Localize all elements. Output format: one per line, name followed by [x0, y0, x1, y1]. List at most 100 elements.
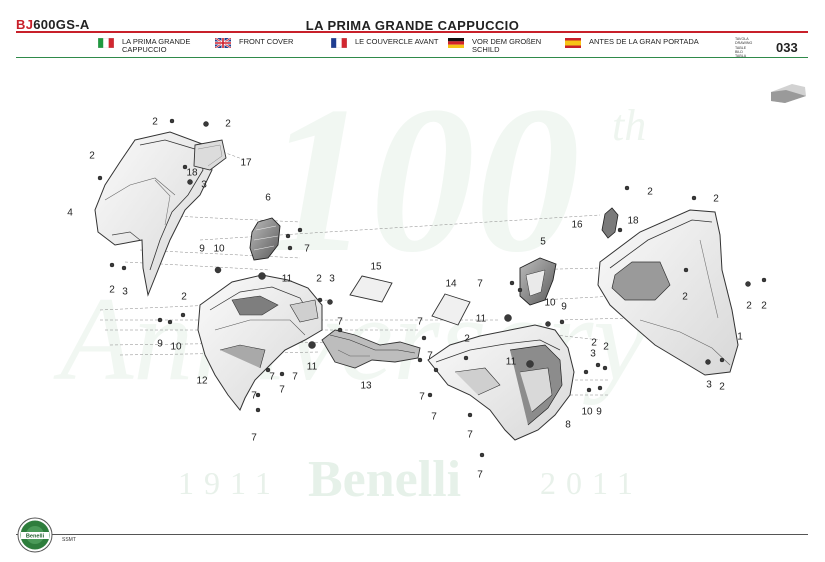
callout-label: 7 — [251, 391, 257, 402]
callout-label: 2 — [603, 342, 609, 353]
lang-french: LE COUVERCLE AVANT — [331, 38, 443, 48]
benelli-logo-badge: Benelli — [17, 517, 53, 553]
clip-bracket-part — [601, 207, 619, 239]
callout-label: 14 — [445, 279, 457, 290]
callout-label: 7 — [477, 470, 483, 481]
callout-label: 2 — [109, 285, 115, 296]
lang-french-text: LE COUVERCLE AVANT — [355, 37, 439, 46]
callout-label: 12 — [196, 376, 208, 387]
watermark-year-left: 1911 — [178, 465, 281, 501]
france-flag-icon — [331, 38, 347, 48]
watermark-th: th — [612, 101, 647, 150]
callout-label: 3 — [329, 274, 335, 285]
watermark-100: 100 — [265, 64, 580, 296]
callout-label: 2 — [761, 301, 767, 312]
callout-label: 10 — [213, 244, 225, 255]
callout-label: 7 — [337, 317, 343, 328]
lang-spanish: ANTES DE LA GRAN PORTADA — [565, 38, 735, 48]
page-header: BJ600GS-A LA PRIMA GRANDE CAPPUCCIO LA P… — [0, 0, 825, 60]
callout-label: 10 — [544, 298, 556, 309]
plate-15-part — [349, 275, 393, 303]
callout-label: 2 — [225, 119, 231, 130]
model-prefix: BJ — [16, 17, 34, 32]
callout-label: 5 — [540, 237, 546, 248]
small-bracket-part — [519, 257, 557, 306]
callout-label: 6 — [265, 193, 271, 204]
lang-spanish-text: ANTES DE LA GRAN PORTADA — [589, 37, 699, 46]
watermark-brand: Benelli — [308, 451, 462, 508]
callout-label: 7 — [292, 372, 298, 383]
callout-label: 9 — [199, 244, 205, 255]
germany-flag-icon — [448, 38, 464, 48]
callout-label: 2 — [746, 301, 752, 312]
spain-flag-icon — [565, 38, 581, 48]
callout-label: 3 — [201, 180, 207, 191]
callout-label: 7 — [427, 351, 433, 362]
callout-label: 7 — [431, 412, 437, 423]
callout-label: 2 — [647, 187, 653, 198]
callout-label: 3 — [590, 349, 596, 360]
callout-label: 17 — [240, 158, 252, 169]
italy-flag-icon — [98, 38, 114, 48]
callout-label: 11 — [506, 357, 517, 368]
callout-label: 15 — [370, 262, 382, 273]
callout-label: 11 — [282, 274, 293, 285]
plate-14-part — [431, 293, 471, 326]
lang-italian: LA PRIMA GRANDE CAPPUCCIO — [98, 38, 210, 54]
callout-label: 7 — [251, 433, 257, 444]
callout-label: 7 — [419, 392, 425, 403]
callout-label: 18 — [186, 168, 198, 179]
table-caption: TAVOLA DRAWING TABLE BILD TABLA — [735, 37, 753, 58]
left-lower-fairing-part — [197, 274, 323, 411]
callout-label: 18 — [627, 216, 639, 227]
callout-label: 2 — [682, 292, 688, 303]
callout-label: 11 — [476, 314, 487, 325]
lang-english-text: FRONT COVER — [239, 37, 294, 46]
model-suffix: 600GS-A — [33, 17, 90, 32]
callout-label: 2 — [591, 338, 597, 349]
page-turn-arrow-icon[interactable] — [771, 84, 806, 103]
callout-label: 2 — [181, 292, 187, 303]
small-panel-part — [193, 139, 227, 171]
page-title: LA PRIMA GRANDE CAPPUCCIO — [305, 18, 520, 33]
callout-label: 7 — [304, 244, 310, 255]
lang-german: VOR DEM GROßEN SCHILD — [448, 38, 560, 54]
callout-label: 8 — [565, 420, 571, 431]
callout-label: 9 — [596, 407, 602, 418]
callout-label: 7 — [417, 317, 423, 328]
callout-label: 11 — [307, 362, 318, 373]
callout-label: 1 — [737, 332, 743, 343]
callout-label: 2 — [713, 194, 719, 205]
callout-label: 10 — [581, 407, 593, 418]
callout-label: 16 — [571, 220, 583, 231]
callout-label: 2 — [89, 151, 95, 162]
lang-english: FRONT COVER — [215, 38, 325, 48]
fasteners — [97, 118, 767, 458]
lang-german-text: VOR DEM GROßEN SCHILD — [472, 37, 542, 54]
callout-label: 9 — [561, 302, 567, 313]
duct-bracket-part — [321, 329, 421, 369]
callout-label: 9 — [157, 339, 163, 350]
callout-label: 4 — [67, 208, 73, 219]
model-code: BJ600GS-A — [16, 17, 90, 32]
callout-label: 2 — [316, 274, 322, 285]
callout-label: 13 — [360, 381, 372, 392]
callout-label: 3 — [706, 380, 712, 391]
callout-label: 2 — [719, 382, 725, 393]
table-number: 033 — [776, 40, 798, 55]
callout-label: 3 — [122, 287, 128, 298]
side-reflector-part — [249, 217, 281, 261]
callout-label: 10 — [170, 342, 182, 353]
left-upper-cover-part — [94, 131, 213, 297]
header-divider — [16, 31, 808, 33]
right-upper-cover-part — [597, 209, 739, 376]
callout-label: 7 — [269, 372, 275, 383]
uk-flag-icon — [215, 38, 231, 48]
callout-label: 2 — [464, 334, 470, 345]
callout-label: 7 — [467, 430, 473, 441]
footer-code: SSMT — [62, 537, 76, 543]
callout-label: 7 — [477, 279, 483, 290]
callout-label: 2 — [152, 117, 158, 128]
